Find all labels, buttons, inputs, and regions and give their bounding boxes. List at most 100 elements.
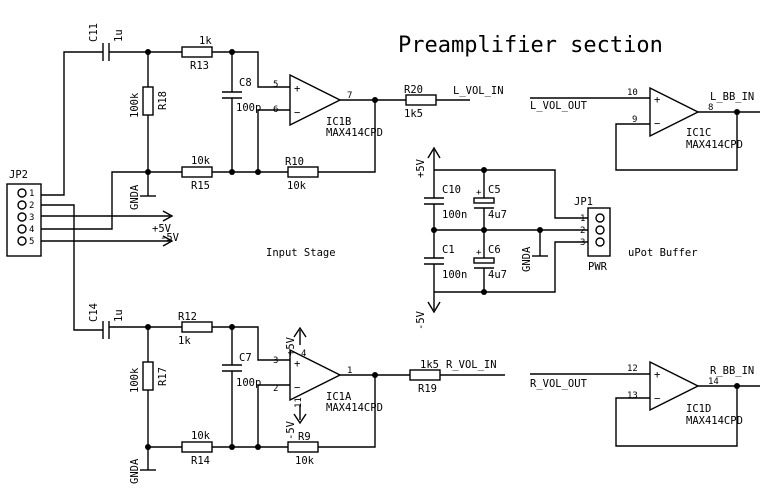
- svg-text:C7: C7: [239, 352, 252, 364]
- jp2-ref: JP2: [9, 169, 28, 181]
- svg-text:10k: 10k: [295, 455, 315, 467]
- page-title: Preamplifier section: [398, 33, 663, 58]
- svg-text:−: −: [654, 118, 660, 130]
- svg-text:2: 2: [580, 226, 585, 236]
- svg-text:C5: C5: [488, 184, 501, 196]
- r14-resistor: 10k R14: [181, 430, 213, 467]
- svg-text:R13: R13: [190, 60, 209, 72]
- svg-text:+: +: [476, 188, 482, 198]
- svg-text:+5V: +5V: [285, 336, 297, 356]
- svg-text:1: 1: [29, 189, 34, 199]
- svg-text:1: 1: [347, 366, 352, 376]
- svg-text:5: 5: [29, 237, 34, 247]
- svg-text:10k: 10k: [191, 155, 211, 167]
- r17-resistor: 100k R17: [129, 361, 169, 393]
- svg-text:IC1A: IC1A: [326, 391, 352, 403]
- r9-resistor: R9 10k: [287, 431, 319, 467]
- svg-text:3: 3: [580, 238, 585, 248]
- net-r-vol-in: R_VOL_IN: [446, 359, 497, 371]
- svg-text:+5V: +5V: [152, 223, 172, 235]
- svg-text:+: +: [294, 358, 300, 370]
- svg-text:1u: 1u: [113, 309, 125, 322]
- svg-text:100k: 100k: [129, 367, 141, 393]
- svg-text:-5V: -5V: [285, 420, 297, 440]
- svg-text:−: −: [654, 393, 660, 405]
- svg-text:+: +: [654, 369, 660, 381]
- net-l-vol-out: L_VOL_OUT: [530, 100, 588, 112]
- svg-text:1k: 1k: [199, 35, 212, 47]
- svg-text:12: 12: [627, 364, 638, 374]
- arrow-down-m5: [293, 413, 307, 425]
- svg-text:6: 6: [273, 105, 278, 115]
- ic1d-opamp: + − 12 13 14 IC1D MAX414CPD: [627, 360, 743, 427]
- svg-text:3: 3: [273, 356, 278, 366]
- svg-text:+: +: [476, 248, 482, 258]
- svg-text:GNDA: GNDA: [521, 246, 533, 272]
- r13-resistor: 1k R13: [181, 35, 213, 72]
- arrow-up-supply: [427, 146, 441, 159]
- svg-text:IC1B: IC1B: [326, 116, 351, 128]
- c7-capacitor: C7 100p: [222, 352, 261, 389]
- svg-text:R12: R12: [178, 311, 197, 323]
- c14-capacitor: C14 1u: [88, 303, 125, 339]
- c5-capacitor: + C5 4u7: [473, 184, 507, 221]
- svg-text:C6: C6: [488, 244, 501, 256]
- label-upot-buffer: uPot Buffer: [628, 247, 698, 259]
- svg-text:2: 2: [29, 201, 34, 211]
- svg-text:R10: R10: [285, 156, 304, 168]
- svg-text:R19: R19: [418, 383, 437, 395]
- c6-capacitor: + C6 4u7: [473, 244, 507, 281]
- c8-capacitor: C8 100p: [222, 77, 261, 114]
- svg-text:+5V: +5V: [415, 158, 427, 178]
- ic1c-opamp: + − 10 9 8 IC1C MAX414CPD: [627, 86, 743, 151]
- svg-text:IC1C: IC1C: [686, 127, 711, 139]
- ic1b-opamp: + − 5 6 7 IC1B MAX414CPD: [273, 73, 383, 139]
- svg-text:R20: R20: [404, 84, 423, 96]
- svg-text:1k5: 1k5: [420, 359, 439, 371]
- r15-resistor: 10k R15: [181, 155, 213, 192]
- svg-text:+: +: [654, 94, 660, 106]
- svg-text:MAX414CPD: MAX414CPD: [326, 402, 383, 414]
- r19-resistor: 1k5 R19: [409, 359, 441, 395]
- svg-text:1u: 1u: [113, 29, 125, 42]
- svg-text:-5V: -5V: [415, 310, 427, 330]
- svg-text:4u7: 4u7: [488, 209, 507, 221]
- svg-text:100k: 100k: [129, 92, 141, 118]
- svg-text:100p: 100p: [236, 102, 261, 114]
- svg-text:2: 2: [273, 384, 278, 394]
- svg-text:C11: C11: [88, 23, 100, 42]
- svg-text:1k5: 1k5: [404, 108, 423, 120]
- svg-text:JP1: JP1: [574, 196, 593, 208]
- svg-text:PWR: PWR: [588, 261, 608, 273]
- r10-resistor: R10 10k: [285, 156, 319, 192]
- svg-text:100n: 100n: [442, 269, 467, 281]
- svg-text:R9: R9: [298, 431, 311, 443]
- svg-text:C10: C10: [442, 184, 461, 196]
- svg-text:MAX414CPD: MAX414CPD: [326, 127, 383, 139]
- svg-text:5: 5: [273, 80, 278, 90]
- r12-resistor: R12 1k: [178, 311, 213, 347]
- c1-capacitor: C1 100n: [424, 244, 467, 281]
- svg-text:-5V: -5V: [160, 232, 180, 244]
- r18-resistor: 100k R18: [129, 86, 169, 118]
- arrow-m5: [162, 235, 174, 247]
- svg-text:GNDA: GNDA: [129, 458, 141, 484]
- c11-capacitor: C11 1u: [88, 23, 125, 61]
- svg-text:4: 4: [29, 225, 34, 235]
- svg-text:C1: C1: [442, 244, 455, 256]
- net-r-bb-in: R_BB_IN: [710, 365, 754, 377]
- svg-text:R15: R15: [191, 180, 210, 192]
- svg-text:MAX414CPD: MAX414CPD: [686, 139, 743, 151]
- svg-text:R17: R17: [157, 367, 169, 386]
- svg-text:11: 11: [294, 397, 304, 408]
- arrow-down-supply: [427, 301, 441, 314]
- svg-text:−: −: [294, 382, 300, 394]
- svg-text:10: 10: [627, 88, 638, 98]
- svg-text:+: +: [294, 83, 300, 95]
- wire-jp2-left-in: [41, 51, 103, 196]
- svg-text:4u7: 4u7: [488, 269, 507, 281]
- c10-capacitor: C10 100n: [424, 184, 467, 221]
- r20-resistor: R20 1k5: [404, 84, 437, 120]
- wire-jp2-right-in: [41, 204, 103, 331]
- svg-text:C14: C14: [88, 303, 100, 322]
